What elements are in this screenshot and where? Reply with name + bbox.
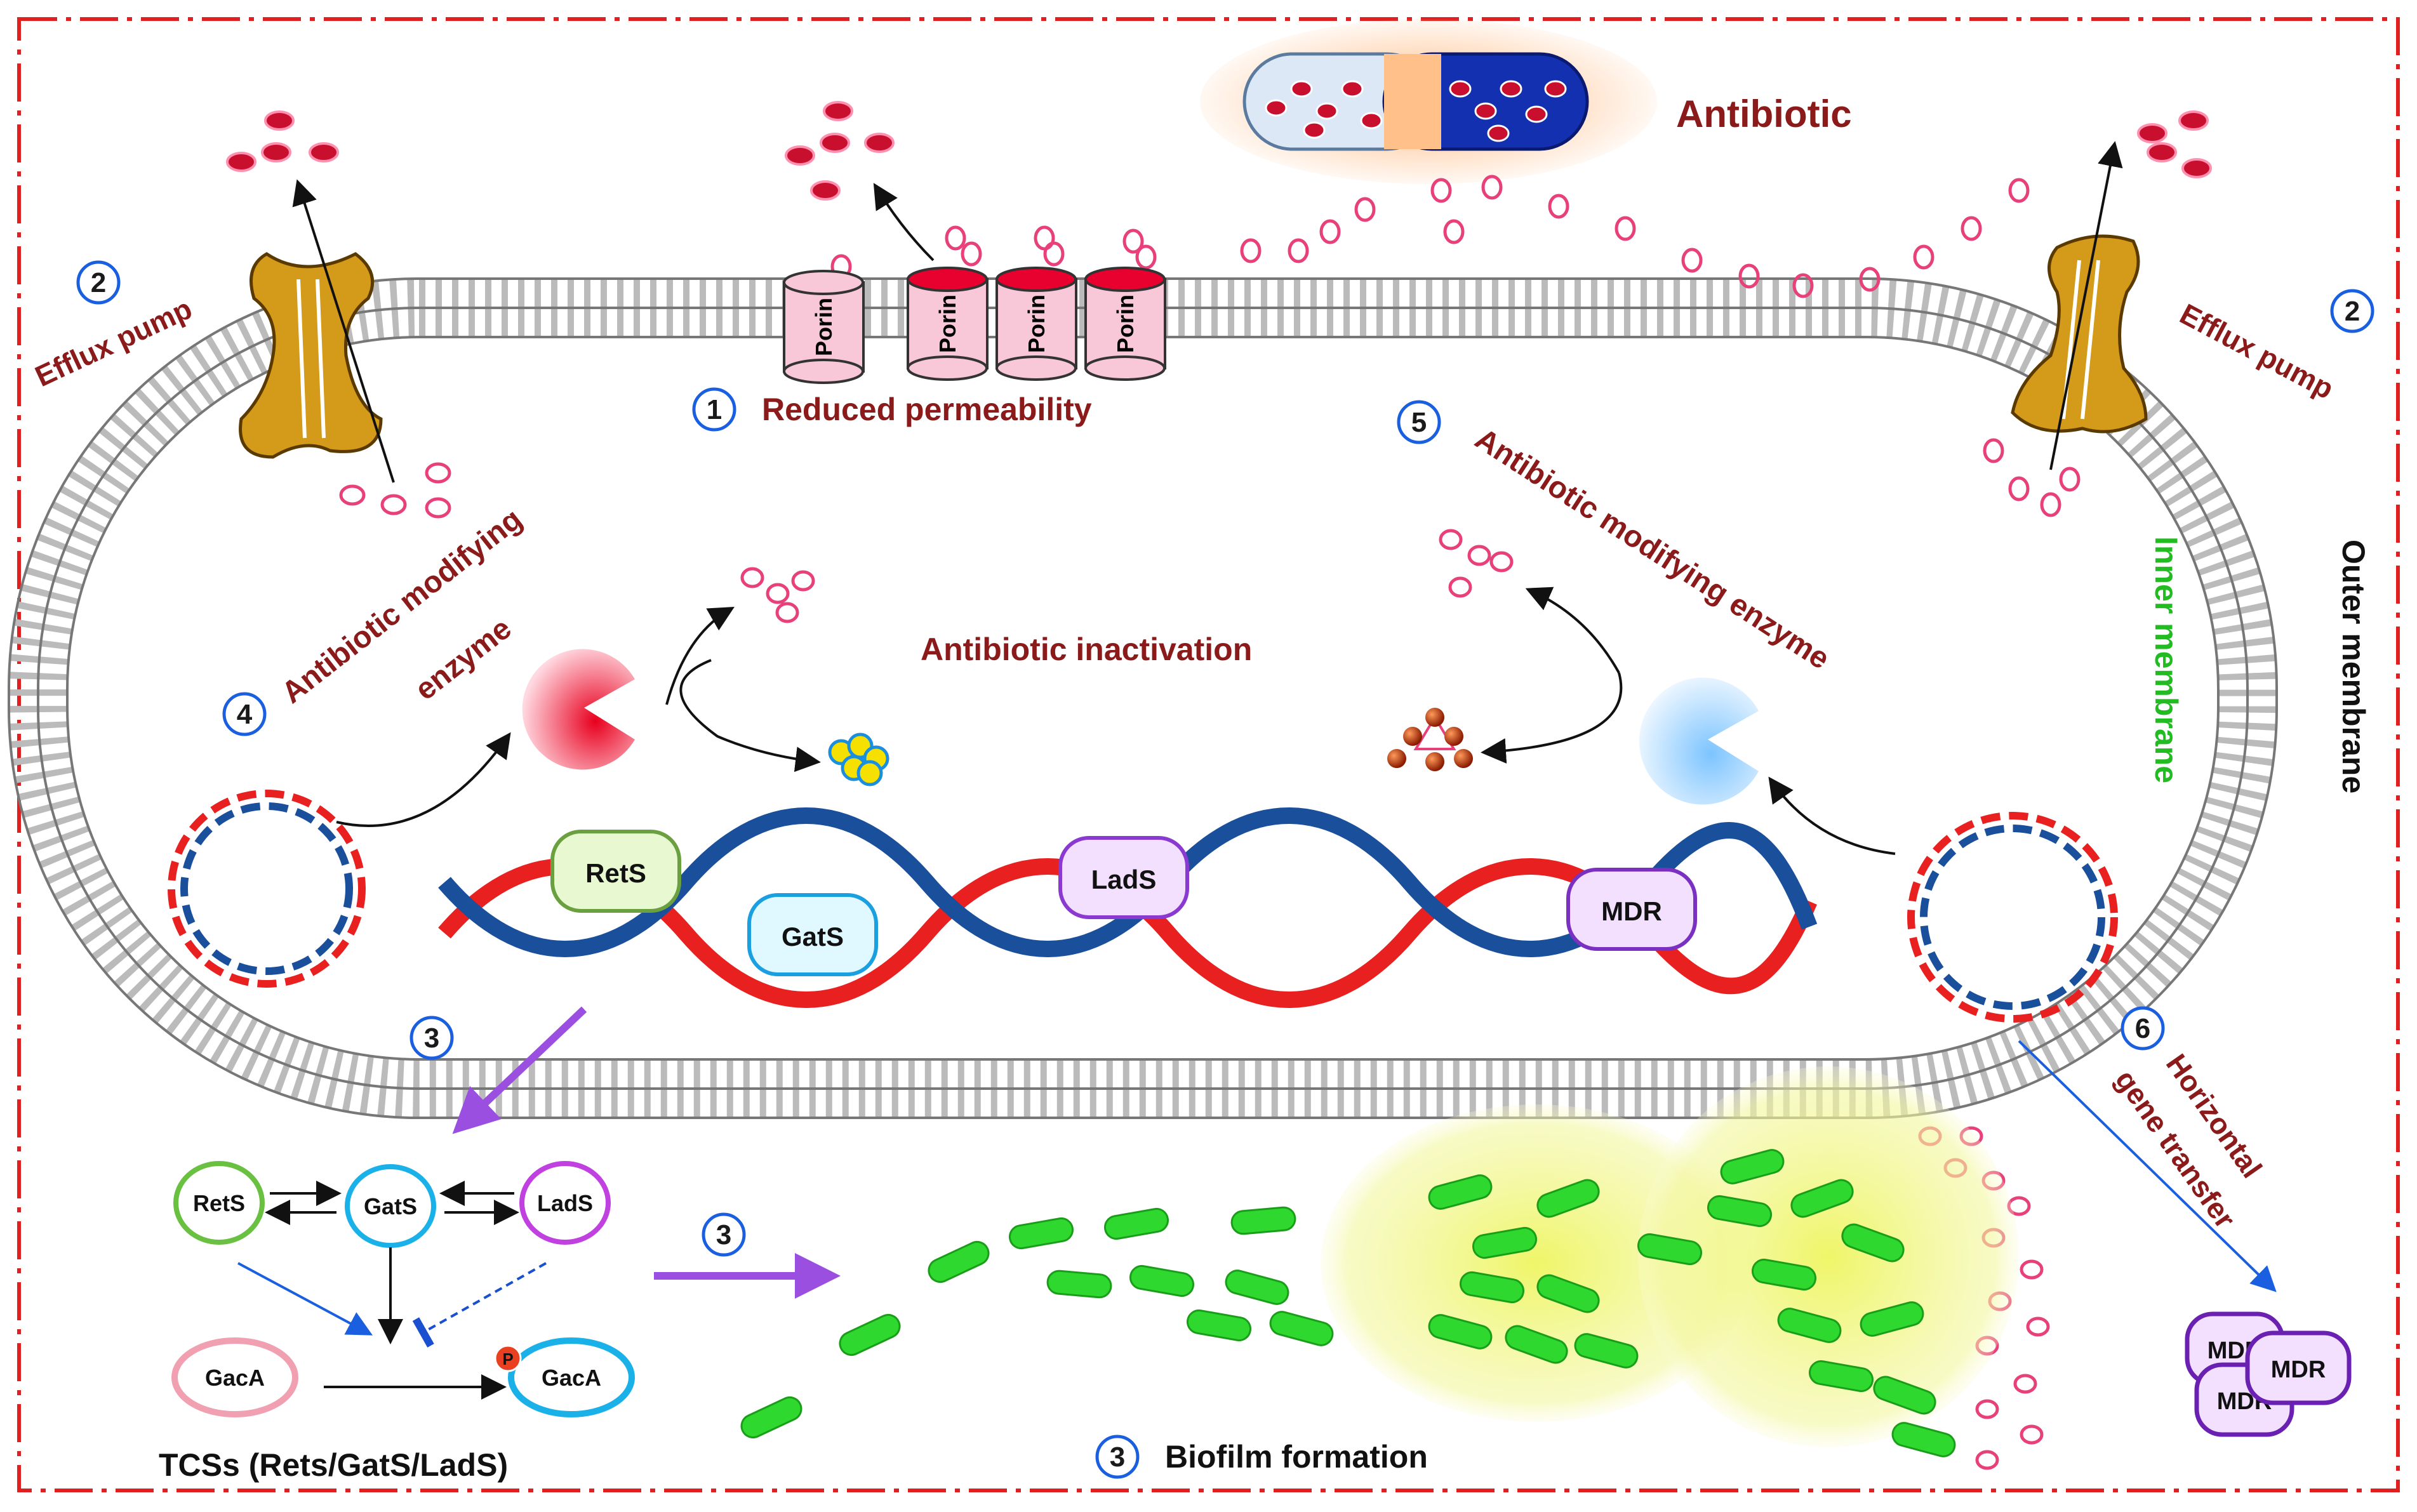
label-efflux-right: 2 Efflux pump <box>2174 289 2374 406</box>
tcs-node-gats <box>345 1164 436 1248</box>
efflux-pump-left <box>239 179 395 483</box>
outer-membrane-label: Outer membrane <box>2336 540 2371 793</box>
svg-text:6: 6 <box>2135 1013 2150 1044</box>
plasmid-to-enzyme-left <box>336 732 511 827</box>
biofilm-arrow-number-3: 3 <box>702 1212 746 1257</box>
antibiotic-title: Antibiotic <box>1676 93 1852 135</box>
svg-text:GatS: GatS <box>782 922 844 952</box>
svg-text:GacA: GacA <box>205 1365 265 1391</box>
svg-text:4: 4 <box>237 699 253 730</box>
porin-label: Porin <box>935 295 961 353</box>
porin-exit-arrow <box>873 183 935 262</box>
svg-text:3: 3 <box>424 1023 439 1054</box>
porin-3: Porin <box>995 267 1077 381</box>
tcs-network: RetS GatS LadS GacA GacA P TCSs (Rets/Ga… <box>159 1161 635 1483</box>
inactivated-molecule-left <box>828 733 889 786</box>
porin-label: Porin <box>811 298 837 356</box>
tcs-node-gaca <box>171 1337 298 1417</box>
svg-text:GatS: GatS <box>364 1193 417 1219</box>
svg-text:LadS: LadS <box>537 1190 593 1216</box>
tcs-number-3: 3 <box>409 1016 454 1060</box>
inactivation-arrow-left <box>679 659 821 773</box>
gene-lads: LadS <box>1058 836 1189 919</box>
svg-text:3: 3 <box>716 1219 731 1250</box>
inactivation-arrow-left-up <box>665 607 735 705</box>
svg-text:Reduced permeability: Reduced permeability <box>762 392 1092 427</box>
inactivation-arrow-right-up <box>1525 587 1620 673</box>
inactivated-molecule-right <box>1387 708 1473 771</box>
gene-rets: RetS <box>550 830 681 913</box>
tcs-node-lads <box>519 1161 611 1245</box>
svg-text:1: 1 <box>707 394 722 425</box>
modifying-enzyme-blue <box>1639 677 1759 805</box>
svg-text:Antibiotic inactivation: Antibiotic inactivation <box>921 632 1252 667</box>
expelled-antibiotics <box>226 101 2212 201</box>
gene-gats: GatS <box>747 893 878 976</box>
label-reduced-permeability: 1 Reduced permeability <box>692 387 1092 432</box>
label-hgt: 6 Horizontal gene transfer <box>2109 1006 2268 1235</box>
gene-mdr: MDR <box>1566 868 1697 951</box>
mdr-stack: MDR MDR MDR <box>2185 1311 2352 1437</box>
porin-label: Porin <box>1112 295 1138 353</box>
porin-label: Porin <box>1023 295 1049 353</box>
porin-2: Porin <box>907 267 989 381</box>
svg-text:2: 2 <box>2345 296 2360 327</box>
svg-text:P: P <box>502 1350 513 1369</box>
svg-text:LadS: LadS <box>1091 865 1157 894</box>
tcs-node-rets <box>173 1161 265 1245</box>
outer-frame <box>17 17 2400 1492</box>
biofilm <box>740 1066 2019 1457</box>
hgt-arrow <box>2018 1040 2277 1292</box>
svg-text:GacA: GacA <box>542 1365 601 1391</box>
label-biofilm: 3 Biofilm formation <box>1095 1435 1428 1479</box>
porin-1: Porin <box>783 270 865 384</box>
inner-membrane-label: Inner membrane <box>2148 536 2184 783</box>
svg-text:RetS: RetS <box>193 1190 245 1216</box>
tcs-node-gaca-p <box>508 1337 635 1417</box>
svg-text:RetS: RetS <box>585 858 646 888</box>
modifying-enzyme-red <box>522 649 635 770</box>
svg-text:5: 5 <box>1411 407 1427 438</box>
efflux-pump-right <box>2011 141 2148 470</box>
label-antibiotic-title: Antibiotic <box>1676 93 1852 135</box>
plasmid-left <box>168 790 366 988</box>
phosphate-badge <box>494 1344 522 1372</box>
tcs-caption: TCSs (Rets/GatS/LadS) <box>159 1447 508 1483</box>
svg-text:3: 3 <box>1110 1442 1125 1473</box>
tcs-purple-arrow <box>452 1006 587 1134</box>
plasmid-to-enzyme-right <box>1768 776 1896 855</box>
inactivation-arrow-right <box>1481 672 1623 764</box>
svg-text:MDR: MDR <box>1601 896 1662 926</box>
porins: Porin Porin Porin Porin <box>783 267 1166 384</box>
plasmid-right <box>1907 812 2118 1023</box>
svg-text:MDR: MDR <box>2271 1356 2326 1383</box>
svg-text:Efflux pump: Efflux pump <box>2174 297 2339 406</box>
porin-4: Porin <box>1084 267 1166 381</box>
svg-text:Biofilm formation: Biofilm formation <box>1165 1439 1428 1475</box>
antibiotic-capsule <box>1200 19 1657 184</box>
svg-text:2: 2 <box>91 267 106 298</box>
label-antibiotic-inactivation: Antibiotic inactivation <box>921 632 1252 667</box>
